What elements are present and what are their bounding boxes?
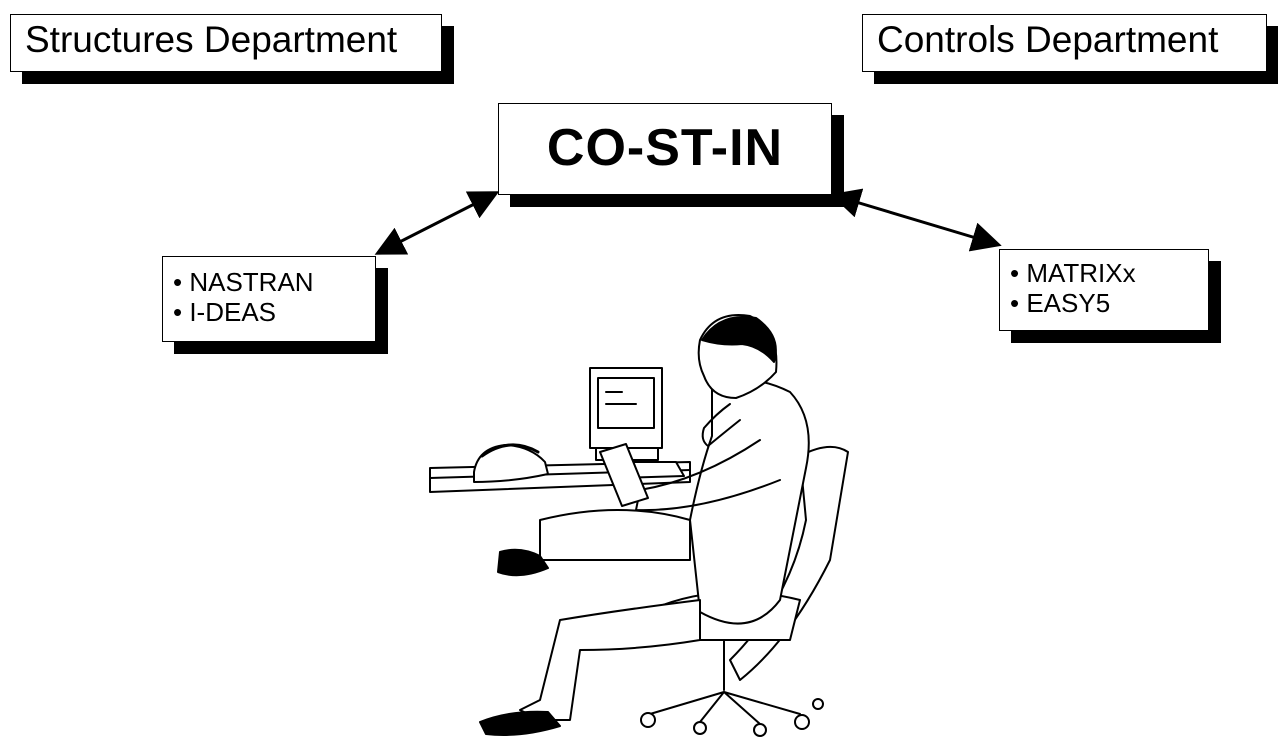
structures-department-label: Structures Department (25, 19, 398, 60)
structures-department-box: Structures Department (10, 14, 442, 72)
tool-item-matrixx: MATRIXx (1010, 258, 1208, 288)
costin-label: CO-ST-IN (546, 119, 784, 177)
structures-tools-box: NASTRAN I-DEAS (162, 256, 376, 342)
controls-tools-box: MATRIXx EASY5 (999, 249, 1209, 331)
costin-box: CO-ST-IN (498, 103, 832, 195)
tool-item-ideas: I-DEAS (173, 297, 375, 327)
controls-department-label: Controls Department (877, 19, 1219, 60)
tool-item-easy5: EASY5 (1010, 288, 1208, 318)
tool-item-nastran: NASTRAN (173, 267, 375, 297)
arrow-right-connector (830, 188, 1002, 252)
arrow-left-connector (374, 191, 500, 255)
controls-department-box: Controls Department (862, 14, 1267, 72)
